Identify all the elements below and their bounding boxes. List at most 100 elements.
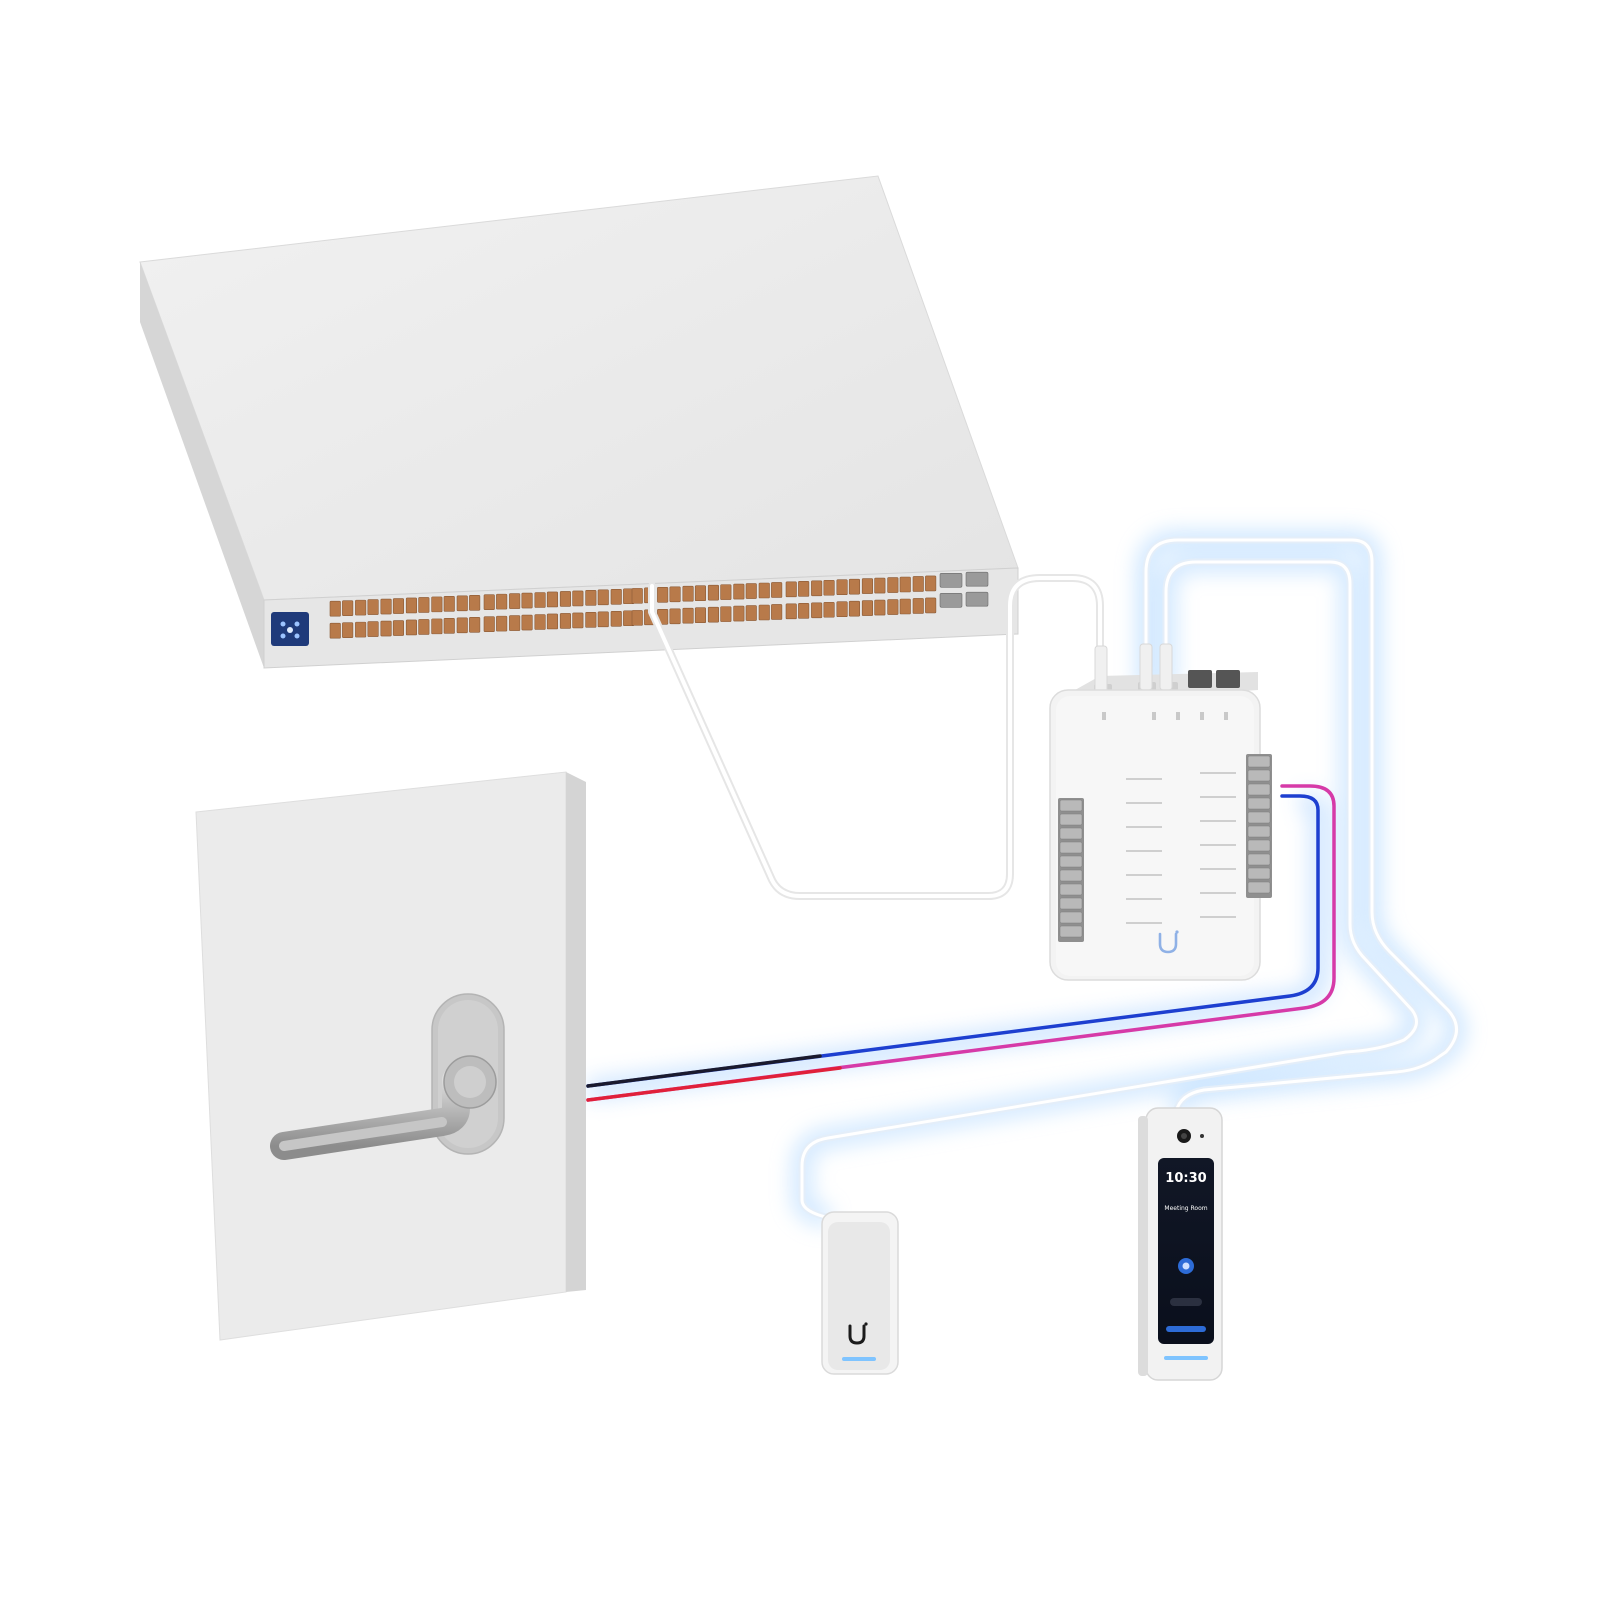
switch-port [392, 620, 405, 636]
switch-port [631, 588, 643, 604]
switch-port-array [329, 575, 937, 639]
switch-port [823, 601, 835, 618]
switch-sfp-ports [939, 571, 989, 608]
terminal-label-mark [1126, 874, 1162, 876]
switch-port [572, 612, 584, 629]
switch-sfp-port [939, 593, 963, 608]
switch-port [546, 591, 559, 608]
hub-status-leds [1102, 712, 1228, 720]
access-reader-pro: 10:30 Meeting Room [1138, 1107, 1223, 1381]
terminal-label-mark [1126, 826, 1162, 828]
switch-port [483, 594, 495, 610]
switch-port [745, 583, 757, 599]
switch-port [469, 616, 481, 633]
switch-port [720, 606, 732, 622]
switch-port [669, 586, 681, 603]
switch-port [509, 593, 521, 609]
switch-port [733, 583, 745, 600]
terminal-screw [1247, 797, 1271, 810]
switch-port [758, 582, 770, 599]
switch-port [534, 592, 546, 608]
switch-port [392, 598, 405, 614]
switch-top-surface [139, 175, 1019, 601]
switch-port [342, 600, 354, 616]
terminal-label-mark [1126, 802, 1162, 804]
switch-port [848, 600, 861, 617]
terminal-screw [1059, 897, 1083, 910]
unifi-u-logo-icon [848, 1322, 868, 1345]
terminal-label-mark [1126, 922, 1162, 924]
switch-port [456, 595, 468, 612]
switch-port [861, 600, 874, 616]
terminal-screw [1247, 839, 1271, 852]
switch-port [559, 591, 572, 607]
lock-wire-blue [586, 794, 1320, 1088]
access-hub [1049, 643, 1272, 981]
terminal-label-mark [1200, 916, 1236, 918]
switch-port [707, 584, 720, 601]
switch-port [418, 619, 430, 635]
switch-port [745, 605, 757, 621]
switch-port [836, 579, 848, 595]
switch-port [874, 577, 886, 594]
switch-port [899, 576, 911, 593]
reader-pro-room-name: Meeting Room [1164, 1205, 1207, 1212]
terminal-screw [1059, 855, 1083, 868]
switch-port [521, 592, 533, 609]
switch-port [631, 610, 643, 626]
terminal-screw [1247, 769, 1271, 782]
terminal-label-mark [1200, 820, 1236, 822]
reader-pro-action-bar [1170, 1298, 1202, 1306]
switch-port [771, 604, 783, 620]
switch-port [811, 602, 823, 619]
terminal-screw [1059, 841, 1083, 854]
switch-port [811, 580, 823, 597]
switch-port [682, 585, 694, 602]
terminal-screw [1247, 811, 1271, 824]
switch-port [899, 598, 911, 615]
switch-port [887, 599, 899, 615]
switch-port [585, 590, 597, 606]
switch-port [785, 603, 797, 620]
switch-left-side [140, 262, 264, 668]
terminal-screw [1247, 825, 1271, 838]
terminal-screw [1059, 869, 1083, 882]
hub-terminal-labels [1126, 772, 1236, 924]
switch-port [694, 585, 707, 601]
switch-port [785, 581, 797, 598]
reader-pro-clock: 10:30 [1165, 1171, 1206, 1186]
terminal-screw [1247, 853, 1271, 866]
switch-sfp-port [965, 591, 989, 607]
switch-port [418, 597, 430, 613]
terminal-screw [1059, 813, 1083, 826]
switch-port [469, 594, 481, 611]
switch-port [758, 604, 770, 621]
terminal-screw [1059, 799, 1083, 812]
switch-port [887, 577, 899, 593]
switch-port [355, 621, 367, 638]
switch-port [380, 620, 392, 637]
switch-port [798, 581, 810, 597]
switch-port [707, 606, 720, 623]
cables [586, 530, 1467, 1229]
door-panel [195, 771, 586, 1341]
switch-port [329, 600, 341, 617]
switch-port [798, 603, 810, 619]
switch-port [367, 599, 379, 615]
switch-port [405, 597, 418, 614]
switch-port [509, 615, 521, 631]
switch-port [496, 593, 508, 610]
terminal-screw [1247, 881, 1271, 894]
switch-port [405, 619, 418, 636]
switch-port [848, 578, 861, 595]
switch-port [836, 601, 848, 617]
switch-sfp-port [965, 571, 989, 587]
switch-port [534, 614, 546, 630]
switch-port [874, 599, 886, 616]
switch-port [861, 578, 874, 594]
switch-sfp-port [939, 573, 963, 588]
switch-port [610, 588, 622, 605]
switch-port [733, 605, 745, 622]
switch-port [597, 589, 609, 606]
switch-port [521, 614, 533, 631]
